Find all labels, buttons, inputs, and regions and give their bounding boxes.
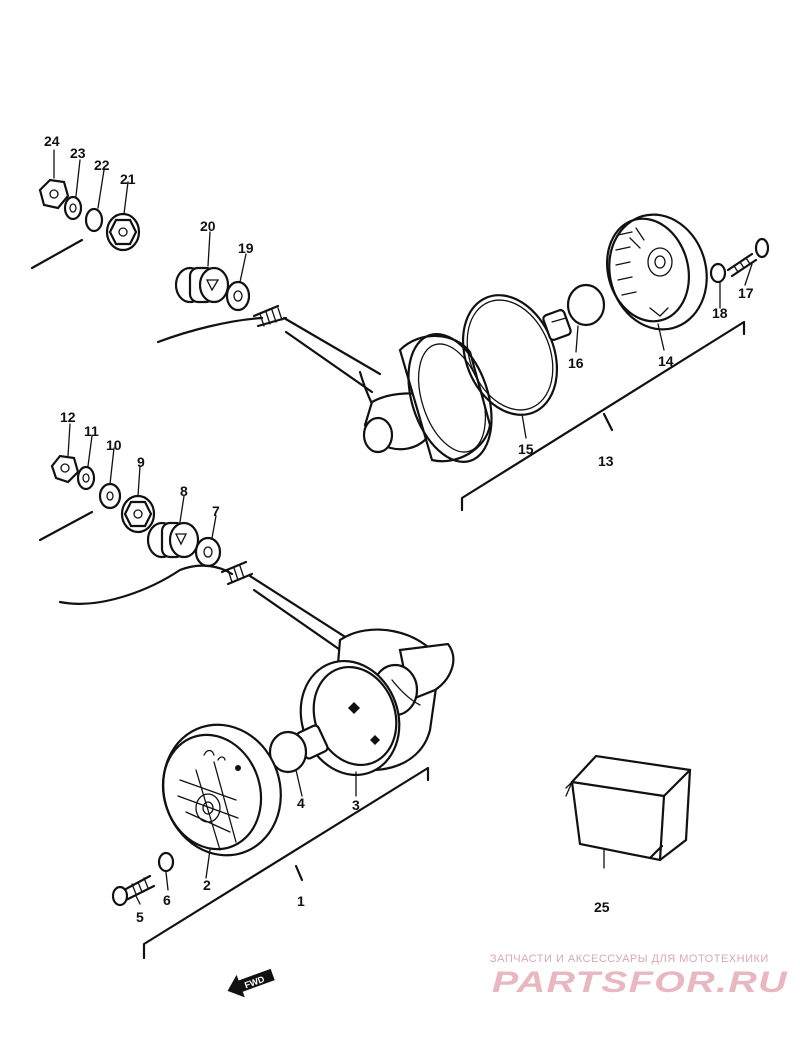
wire-upper-left	[30, 238, 84, 270]
terminal-10	[98, 482, 122, 510]
washer-7	[194, 536, 222, 568]
flasher-relay-25	[565, 754, 692, 862]
lens-2	[161, 723, 282, 857]
rear-signal-stem	[156, 266, 442, 454]
washer-18	[709, 262, 727, 284]
part-label-22: 22	[94, 157, 110, 173]
washer-11	[76, 465, 96, 491]
part-label-10: 10	[106, 437, 122, 453]
part-label-11: 11	[84, 423, 99, 439]
part-label-4: 4	[297, 795, 305, 811]
washer-23	[63, 195, 83, 221]
nut-24	[38, 178, 70, 210]
upper-wiring-group	[30, 178, 141, 270]
stem-tip-rear	[362, 416, 394, 454]
nut-9	[120, 494, 156, 534]
grommet-20	[174, 266, 230, 304]
part-label-24: 24	[44, 133, 60, 149]
part-label-9: 9	[137, 454, 145, 470]
part-label-13: 13	[598, 453, 614, 469]
leader-lines	[53, 149, 753, 905]
screw-17	[726, 237, 770, 278]
part-label-21: 21	[120, 171, 136, 187]
rear-signal-housing	[398, 333, 493, 463]
watermark-subtitle: ЗАПЧАСТИ И АКСЕССУАРЫ ДЛЯ МОТОТЕХНИКИ	[490, 953, 769, 965]
part-label-19: 19	[238, 240, 254, 256]
part-label-23: 23	[70, 145, 86, 161]
part-label-25: 25	[594, 899, 610, 915]
watermark: ЗАПЧАСТИ И АКСЕССУАРЫ ДЛЯ МОТОТЕХНИКИ PA…	[490, 953, 788, 999]
part-labels: 1 2 3 4 5 6 7 8 9 10 11 12 13 14 15 16 1…	[44, 133, 754, 925]
nut-12	[50, 454, 80, 484]
part-label-7: 7	[212, 503, 220, 519]
part-label-3: 3	[352, 797, 360, 813]
watermark-brand: PARTSFOR.RU	[492, 966, 788, 999]
bulb-4	[268, 724, 329, 774]
part-label-12: 12	[60, 409, 76, 425]
wire-rear	[156, 316, 264, 344]
washer-6	[157, 851, 175, 873]
bracket-1	[142, 766, 430, 960]
bulb-16	[542, 283, 606, 341]
part-label-1: 1	[297, 893, 305, 909]
part-label-8: 8	[180, 483, 188, 499]
washer-19	[225, 280, 251, 312]
wire-lower-left	[38, 510, 94, 542]
part-label-5: 5	[136, 909, 144, 925]
part-label-6: 6	[163, 892, 171, 908]
screw-5	[111, 874, 156, 907]
part-label-16: 16	[568, 355, 584, 371]
terminal-22	[84, 207, 104, 233]
part-label-20: 20	[200, 218, 216, 234]
nut-21	[105, 212, 141, 252]
part-label-15: 15	[518, 441, 534, 457]
fwd-label: FWD	[243, 974, 266, 991]
front-signal-stem	[58, 521, 352, 656]
wire-front	[58, 564, 234, 605]
part-label-18: 18	[712, 305, 728, 321]
bracket-13	[460, 320, 746, 512]
grommet-8	[146, 521, 200, 559]
fwd-direction-arrow: FWD	[227, 968, 275, 998]
lower-wiring-group	[38, 454, 156, 542]
part-label-14: 14	[658, 353, 674, 369]
part-label-2: 2	[203, 877, 211, 893]
lens-14	[605, 213, 708, 331]
part-label-17: 17	[738, 285, 754, 301]
